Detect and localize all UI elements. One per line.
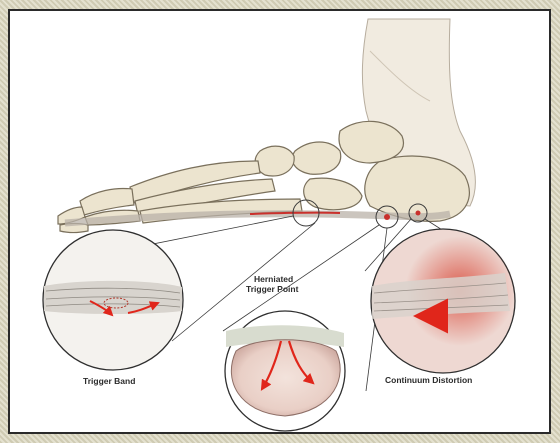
illustration-panel: Trigger Band Herniated Trigger Point Con… [8,9,551,434]
label-trigger-band: Trigger Band [83,376,135,386]
label-herniated-line1: Herniated [254,274,293,284]
label-herniated-line2: Trigger Point [246,284,298,294]
continuum-distortion-detail [371,229,515,373]
label-continuum-distortion: Continuum Distortion [385,375,472,385]
foot-anatomy-illustration [10,11,549,432]
trigger-band-detail [43,230,183,370]
herniated-trigger-point-detail [225,311,345,431]
